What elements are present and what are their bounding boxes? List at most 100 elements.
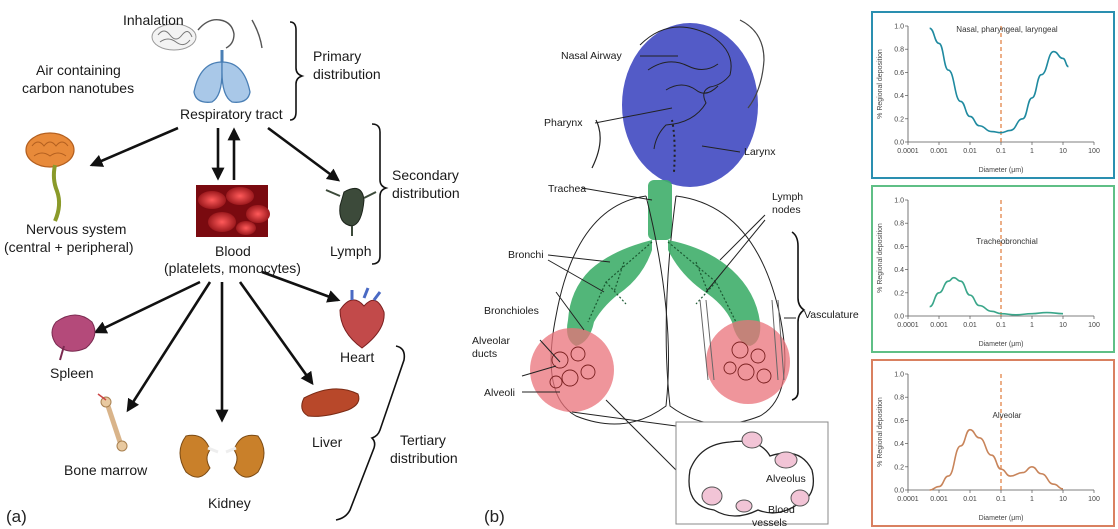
y-tick-label: 0.6 bbox=[894, 418, 904, 425]
y-tick-label: 0.8 bbox=[894, 395, 904, 402]
y-tick-label: 1.0 bbox=[894, 372, 904, 379]
trachea-label: Trachea bbox=[548, 183, 586, 195]
blood-label-line2: (platelets, monocytes) bbox=[164, 260, 301, 276]
x-tick-label: 0.0001 bbox=[897, 322, 919, 329]
y-tick-label: 0.8 bbox=[894, 221, 904, 228]
heart-icon bbox=[340, 288, 384, 348]
liver-icon bbox=[302, 389, 359, 417]
y-axis-label: % Regional deposition bbox=[877, 49, 884, 119]
arrow-to-heart bbox=[262, 272, 338, 300]
bone-icon bbox=[98, 394, 127, 451]
y-tick-label: 0.4 bbox=[894, 93, 904, 100]
x-tick-label: 0.0001 bbox=[897, 496, 919, 503]
deposition-chart-3: 0.0 0.2 0.4 0.6 0.8 1.0 0.0001 0.001 0.01 0.1 1 10 1… bbox=[872, 360, 1114, 526]
y-tick-label: 0.4 bbox=[894, 441, 904, 448]
alveolar-ducts-label-line1: Alveolar bbox=[472, 335, 510, 347]
x-tick-label: 0.001 bbox=[930, 322, 948, 329]
x-tick-label: 0.001 bbox=[930, 148, 948, 155]
x-tick-label: 100 bbox=[1088, 496, 1100, 503]
x-axis-label: Diameter (μm) bbox=[979, 341, 1024, 348]
primary-label-line1: Primary bbox=[313, 48, 361, 64]
x-tick-label: 10 bbox=[1059, 322, 1067, 329]
pharynx-label: Pharynx bbox=[544, 117, 583, 129]
y-axis-label: % Regional deposition bbox=[877, 223, 884, 293]
larynx-label: Larynx bbox=[744, 146, 776, 158]
x-tick-label: 0.1 bbox=[996, 148, 1006, 155]
brain-icon bbox=[26, 133, 74, 221]
panel-b: Alveolus Blood vessels Nasal Airway Phar… bbox=[472, 20, 859, 529]
respiratory-tract-icon bbox=[194, 20, 262, 103]
nervous-label-line2: (central + peripheral) bbox=[4, 239, 134, 255]
liver-label: Liver bbox=[312, 434, 343, 450]
x-tick-label: 0.1 bbox=[996, 496, 1006, 503]
primary-brace bbox=[290, 22, 302, 120]
x-tick-label: 0.001 bbox=[930, 496, 948, 503]
blood-vessels-label-line2: vessels bbox=[752, 517, 787, 529]
x-tick-label: 100 bbox=[1088, 322, 1100, 329]
y-tick-label: 0.6 bbox=[894, 244, 904, 251]
x-tick-label: 100 bbox=[1088, 148, 1100, 155]
y-tick-label: 0.0 bbox=[894, 140, 904, 147]
panel-a-letter: (a) bbox=[6, 507, 27, 526]
tertiary-brace bbox=[336, 346, 404, 520]
vasculature-brace bbox=[792, 232, 804, 400]
panel-a: Inhalation Air containing carbon nanotub… bbox=[4, 12, 460, 526]
spleen-icon bbox=[52, 315, 95, 360]
panel-b-letter: (b) bbox=[484, 507, 505, 526]
arrow-to-lymph bbox=[268, 128, 338, 180]
alveoli-label: Alveoli bbox=[484, 387, 515, 399]
lymph-label: Lymph bbox=[330, 243, 372, 259]
x-tick-label: 10 bbox=[1059, 496, 1067, 503]
arrow-to-liver bbox=[240, 282, 312, 383]
lymph-nodes-label-line2: nodes bbox=[772, 204, 801, 216]
y-tick-label: 0.0 bbox=[894, 488, 904, 495]
nasal-region bbox=[622, 23, 758, 187]
heart-label: Heart bbox=[340, 349, 374, 365]
x-tick-label: 0.01 bbox=[963, 496, 977, 503]
x-axis-label: Diameter (μm) bbox=[979, 515, 1024, 522]
y-tick-label: 0.8 bbox=[894, 47, 904, 54]
x-tick-label: 1 bbox=[1030, 148, 1034, 155]
y-axis-label: % Regional deposition bbox=[877, 397, 884, 467]
secondary-label-line1: Secondary bbox=[392, 167, 459, 183]
alveolar-ducts-label-line2: ducts bbox=[472, 348, 497, 360]
arrow-to-nervous bbox=[92, 128, 178, 165]
secondary-label-line2: distribution bbox=[392, 185, 460, 201]
zoom-line-2 bbox=[606, 400, 676, 470]
blood-vessels-label-line1: Blood bbox=[768, 504, 795, 516]
y-tick-label: 0.0 bbox=[894, 314, 904, 321]
chart-title: Tracheobronchial bbox=[976, 237, 1038, 246]
spleen-label: Spleen bbox=[50, 365, 94, 381]
y-tick-label: 0.2 bbox=[894, 464, 904, 471]
air-label-line1: Air containing bbox=[36, 62, 121, 78]
lymph-nodes-label-line1: Lymph bbox=[772, 191, 803, 203]
x-tick-label: 0.0001 bbox=[897, 148, 919, 155]
y-tick-label: 0.2 bbox=[894, 290, 904, 297]
arrow-to-spleen bbox=[96, 282, 200, 332]
tertiary-label-line2: distribution bbox=[390, 450, 458, 466]
x-tick-label: 0.01 bbox=[963, 322, 977, 329]
trachea-region bbox=[648, 180, 672, 240]
x-axis-label: Diameter (μm) bbox=[979, 167, 1024, 174]
respiratory-tract-label: Respiratory tract bbox=[180, 106, 283, 122]
y-tick-label: 0.2 bbox=[894, 116, 904, 123]
primary-label-line2: distribution bbox=[313, 66, 381, 82]
nervous-label-line1: Nervous system bbox=[26, 221, 126, 237]
y-tick-label: 1.0 bbox=[894, 198, 904, 205]
arrow-to-bone-marrow bbox=[128, 282, 210, 410]
x-tick-label: 1 bbox=[1030, 322, 1034, 329]
kidney-label: Kidney bbox=[208, 495, 251, 511]
bone-marrow-label: Bone marrow bbox=[64, 462, 148, 478]
deposition-chart-2: 0.0 0.2 0.4 0.6 0.8 1.0 0.0001 0.001 0.01 0.1 1 10 1… bbox=[872, 186, 1114, 352]
y-tick-label: 0.4 bbox=[894, 267, 904, 274]
air-label-line2: carbon nanotubes bbox=[22, 80, 134, 96]
alveolar-region-right bbox=[706, 320, 790, 404]
x-tick-label: 0.1 bbox=[996, 322, 1006, 329]
chart-title: Alveolar bbox=[993, 411, 1022, 420]
chart-title: Nasal, pharyngeal, laryngeal bbox=[956, 25, 1058, 34]
x-tick-label: 1 bbox=[1030, 496, 1034, 503]
x-tick-label: 0.01 bbox=[963, 148, 977, 155]
